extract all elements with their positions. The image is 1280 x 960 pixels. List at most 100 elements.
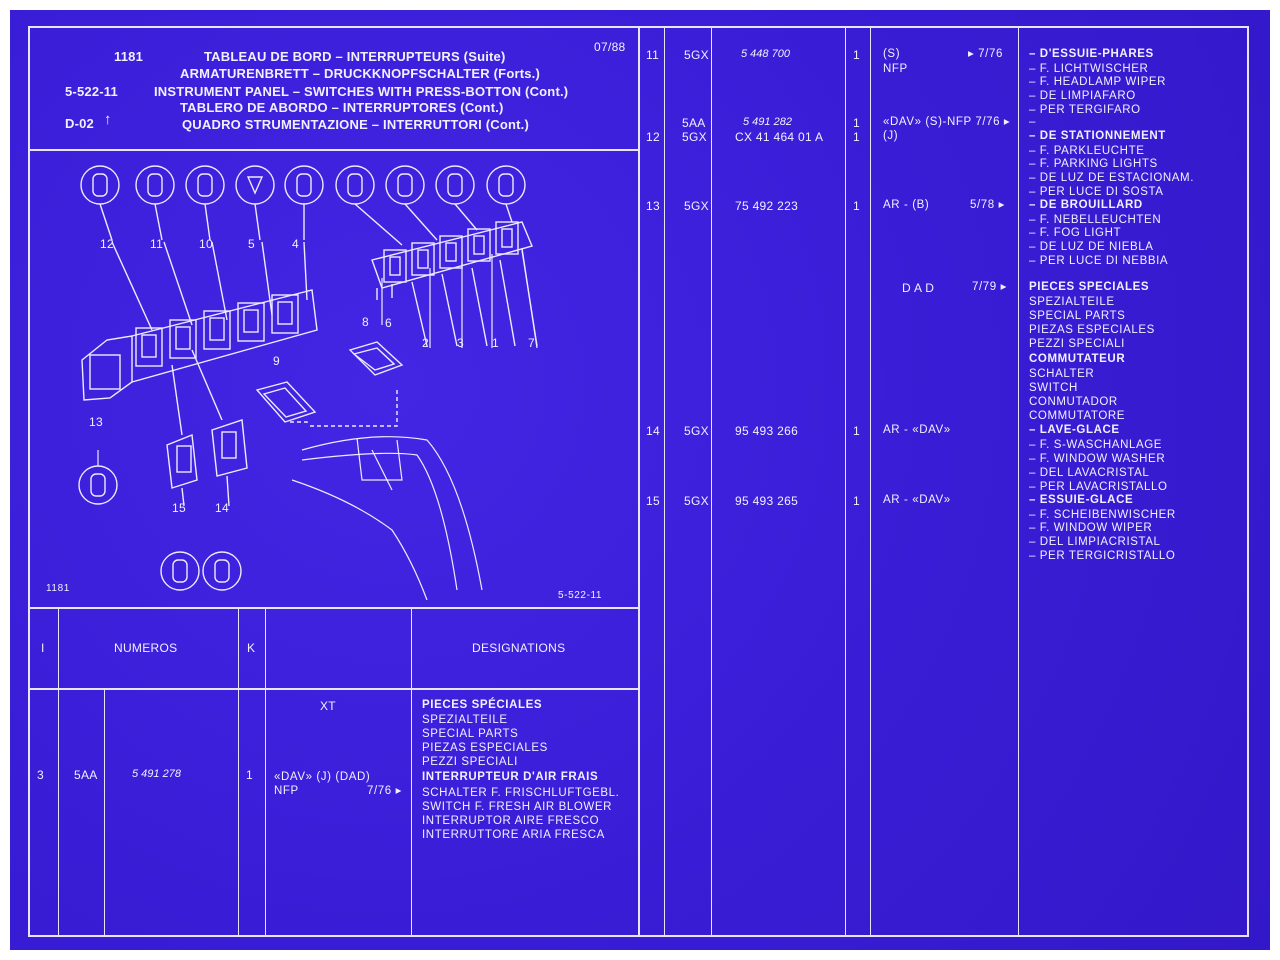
- dad-desig-2: SPECIAL PARTS: [1029, 310, 1126, 322]
- row13-qty: 1: [853, 199, 860, 213]
- row15-qty: 1: [853, 494, 860, 508]
- callout-8: 8: [362, 315, 369, 329]
- right-col-sep-3: [845, 26, 846, 937]
- switch-block-right: [371, 221, 538, 347]
- callout-11: 11: [150, 237, 164, 251]
- group-dad-date: 7/79 ▸: [972, 281, 1007, 293]
- row11-number: 5 448 700: [741, 48, 790, 60]
- title-fr: TABLEAU DE BORD – INTERRUPTEURS (Suite): [204, 49, 506, 64]
- row14-number: 95 493 266: [735, 424, 799, 438]
- row3-desig-it: INTERRUTTORE ARIA FRESCA: [422, 829, 605, 841]
- dad-desig-0: PIECES SPECIALES: [1029, 281, 1150, 293]
- row12-number-b: CX 41 464 01 A: [735, 130, 824, 144]
- row14-qty: 1: [853, 424, 860, 438]
- row12-desig-en: – F. PARKING LIGHTS: [1029, 158, 1158, 170]
- title-en: INSTRUMENT PANEL – SWITCHES WITH PRESS-B…: [154, 84, 569, 99]
- row14-desig-de: – F. S-WASCHANLAGE: [1029, 439, 1163, 451]
- row13-desig-de: – F. NEBELLEUCHTEN: [1029, 214, 1162, 226]
- row3-desig-de: SCHALTER F. FRISCHLUFTGEBL.: [422, 787, 620, 799]
- row11-date: ▸ 7/76: [968, 48, 1003, 60]
- row12-code-b: 5GX: [682, 130, 707, 144]
- dad-desig-8: CONMUTADOR: [1029, 396, 1118, 408]
- row12-number-a: 5 491 282: [743, 116, 792, 128]
- row3-index: 3: [37, 768, 44, 782]
- group-code: 5-522-11: [65, 84, 118, 99]
- row13-desig-fr: – DE BROUILLARD: [1029, 199, 1143, 211]
- up-arrow-icon: ↑: [104, 111, 112, 128]
- row15-desig-fr: – ESSUIE-GLACE: [1029, 494, 1134, 506]
- row12-dash: –: [1029, 116, 1036, 128]
- row12-code-a: 5AA: [682, 116, 706, 130]
- group-dad-label: D A D: [902, 281, 935, 295]
- callout-1: 1: [492, 336, 499, 350]
- row13-desig-it: – PER LUCE DI NEBBIA: [1029, 255, 1169, 267]
- row11-desig-de: – F. LICHTWISCHER: [1029, 63, 1149, 75]
- row15-code: 5GX: [684, 494, 709, 508]
- dad-desig-1: SPEZIALTEILE: [1029, 296, 1115, 308]
- row3-desig-es: INTERRUPTOR AIRE FRESCO: [422, 815, 600, 827]
- dad-desig-6: SCHALTER: [1029, 368, 1095, 380]
- row15-number: 95 493 265: [735, 494, 799, 508]
- row13-code: 5GX: [684, 199, 709, 213]
- row11-desig-es: – DE LIMPIAFARO: [1029, 90, 1136, 102]
- row3-qty: 1: [246, 768, 253, 782]
- col-sep-5: [411, 607, 412, 937]
- row12-desig-de: – F. PARKLEUCHTE: [1029, 145, 1145, 157]
- row3-desig-fr: INTERRUPTEUR D'AIR FRAIS: [422, 771, 599, 783]
- row14-desig-en: – F. WINDOW WASHER: [1029, 453, 1166, 465]
- row14-note1: AR - «DAV»: [883, 424, 951, 436]
- callout-10: 10: [199, 237, 213, 251]
- switch-block-lower: [166, 349, 248, 507]
- frame-left: [28, 26, 30, 937]
- row15-desig-en: – F. WINDOW WIPER: [1029, 522, 1153, 534]
- switch-symbol-icons-row: [80, 165, 526, 205]
- row12-desig-es: – DE LUZ DE ESTACIONAM.: [1029, 172, 1195, 184]
- row14-desig-fr: – LAVE-GLACE: [1029, 424, 1120, 436]
- row14-code: 5GX: [684, 424, 709, 438]
- row12-desig-fr: – DE STATIONNEMENT: [1029, 130, 1166, 142]
- doc-code: D-02: [65, 116, 94, 131]
- plate-number: 1181: [114, 49, 144, 64]
- header-bottom-line: [28, 149, 640, 151]
- col-header-designations: DESIGNATIONS: [472, 641, 566, 655]
- row13-date: 5/78 ▸: [970, 199, 1005, 211]
- row13-desig-en: – F. FOG LIGHT: [1029, 227, 1122, 239]
- callout-4: 4: [292, 237, 299, 251]
- pieces-line-it: PEZZI SPECIALI: [422, 756, 518, 768]
- row3-code: 5AA: [74, 768, 98, 782]
- pieces-speciales-heading: PIECES SPÉCIALES: [422, 699, 543, 711]
- callout-5: 5: [248, 237, 255, 251]
- callout-14: 14: [215, 501, 229, 515]
- figure-ref-label: 5-522-11: [558, 590, 603, 601]
- row3-number: 5 491 278: [132, 768, 181, 780]
- pieces-line-es: PIEZAS ESPECIALES: [422, 742, 548, 754]
- callout-2: 2: [422, 336, 429, 350]
- col-sep-3: [238, 607, 239, 937]
- row15-note1: AR - «DAV»: [883, 494, 951, 506]
- switch-block-left: [81, 289, 318, 401]
- row14-desig-es: – DEL LAVACRISTAL: [1029, 467, 1150, 479]
- col-header-numeros: NUMEROS: [114, 641, 178, 655]
- dad-desig-5: COMMUTATEUR: [1029, 353, 1126, 365]
- row11-desig-en: – F. HEADLAMP WIPER: [1029, 76, 1167, 88]
- col-header-k: K: [247, 641, 256, 655]
- title-de: ARMATURENBRETT – DRUCKKNOPFSCHALTER (For…: [180, 66, 541, 81]
- row11-code: 5GX: [684, 48, 709, 62]
- right-col-sep-5: [1018, 26, 1019, 937]
- row15-desig-es: – DEL LIMPIACRISTAL: [1029, 536, 1161, 548]
- row12-qty-a: 1: [853, 116, 860, 130]
- row15-index: 15: [646, 494, 660, 508]
- row15-desig-it: – PER TERGICRISTALLO: [1029, 550, 1176, 562]
- callout-7: 7: [528, 336, 535, 350]
- title-it: QUADRO STRUMENTAZIONE – INTERRUTTORI (Co…: [182, 117, 530, 132]
- dad-desig-4: PEZZI SPECIALI: [1029, 338, 1125, 350]
- row13-number: 75 492 223: [735, 199, 799, 213]
- row12-index: 12: [646, 130, 660, 144]
- callout-12: 12: [100, 237, 114, 251]
- row11-index: 11: [646, 48, 660, 62]
- row14-index: 14: [646, 424, 660, 438]
- issue-date: 07/88: [594, 40, 626, 54]
- col-sep-4: [265, 607, 266, 937]
- row14-desig-it: – PER LAVACRISTALLO: [1029, 481, 1168, 493]
- title-es: TABLERO DE ABORDO – INTERRUPTORES (Cont.…: [180, 100, 504, 115]
